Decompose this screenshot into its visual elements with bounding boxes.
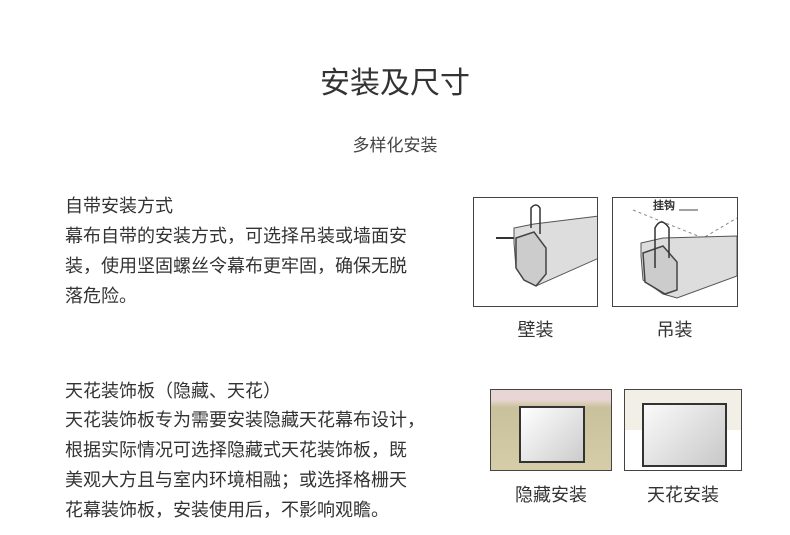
hidden-install-image bbox=[490, 389, 612, 471]
section1-body: 幕布自带的安装方式，可选择吊装或墙面安 装，使用坚固螺丝令幕布更牢固，确保无脱 … bbox=[65, 226, 407, 307]
wall-mount-image bbox=[473, 197, 598, 307]
page-subtitle: 多样化安装 bbox=[352, 136, 438, 156]
ceiling-install-image bbox=[624, 389, 742, 471]
section1-heading: 自带安装方式 bbox=[65, 196, 173, 217]
ceiling-install-caption: 天花安装 bbox=[647, 485, 719, 506]
section2-body: 天花装饰板专为需要安装隐藏天花幕布设计， 根据实际情况可选择隐藏式天花装饰板，既… bbox=[65, 410, 425, 521]
section2-heading: 天花装饰板（隐藏、天花） bbox=[65, 381, 281, 402]
hidden-install-caption: 隐藏安装 bbox=[515, 485, 587, 506]
hook-label: 挂钩 bbox=[653, 199, 675, 212]
page-title: 安装及尺寸 bbox=[320, 66, 470, 101]
wall-mount-caption: 壁装 bbox=[517, 320, 554, 341]
ceiling-mount-caption: 吊装 bbox=[656, 320, 693, 341]
ceiling-mount-image: 挂钩 bbox=[612, 197, 738, 307]
